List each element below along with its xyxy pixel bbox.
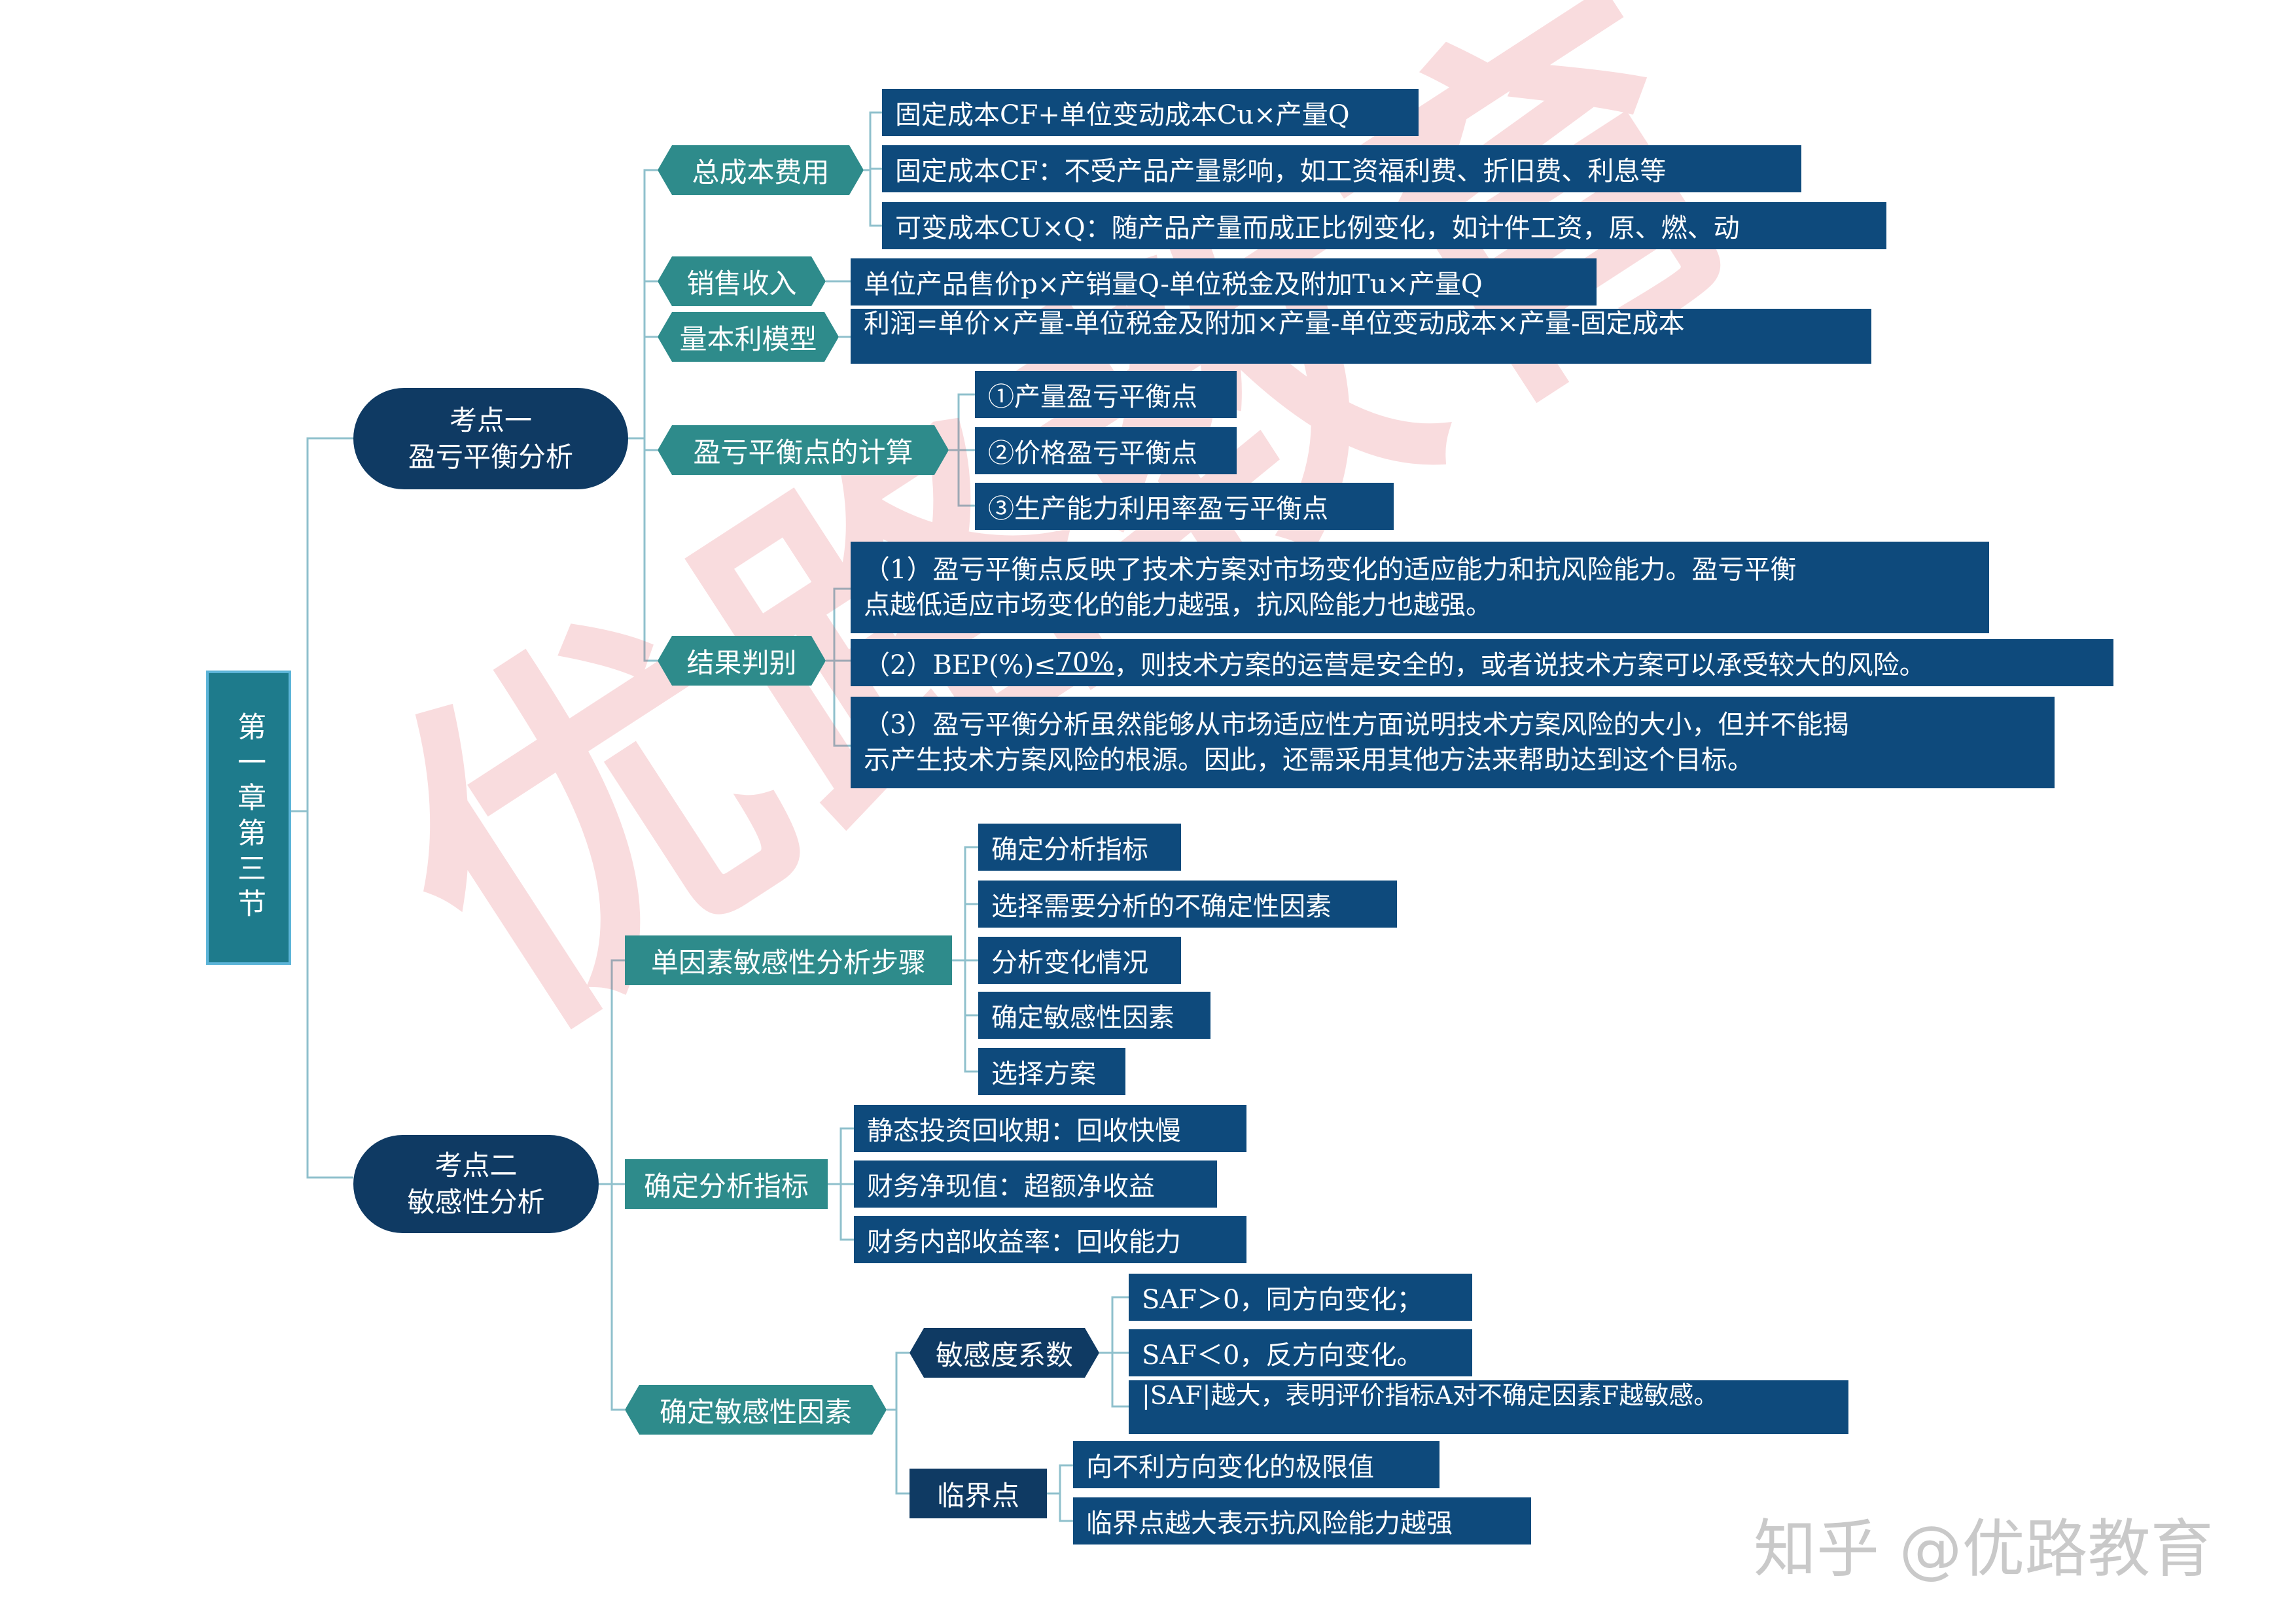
leaf-judge-2-threshold: 70%	[1055, 648, 1114, 678]
leaf-indicator-npv[interactable]: 财务净现值：超额净收益	[854, 1161, 1217, 1208]
leaf-step-4[interactable]: 确定敏感性因素	[978, 992, 1210, 1039]
root-node[interactable]: 第一章第三节	[206, 671, 291, 965]
leaf-sales-formula[interactable]: 单位产品售价p×产销量Q-单位税金及附加Tu×产量Q	[851, 258, 1597, 305]
leaf-critical-limit[interactable]: 向不利方向变化的极限值	[1073, 1441, 1439, 1488]
leaf-judge-1-line2: 点越低适应市场变化的能力越强，抗风险能力也越强。	[864, 590, 1492, 620]
leaf-indicator-payback[interactable]: 静态投资回收期：回收快慢	[854, 1105, 1246, 1152]
leaf-profit-formula[interactable]: 利润=单价×产量-单位税金及附加×产量-单位变动成本×产量-固定成本	[851, 309, 1871, 364]
sub-sensitive-factors[interactable]: 确定敏感性因素	[625, 1385, 887, 1435]
leaf-saf-magnitude[interactable]: |SAF|越大，表明评价指标A对不确定因素F越敏感。	[1129, 1380, 1848, 1434]
leaf-saf-negative[interactable]: SAF＜0，反方向变化。	[1129, 1329, 1472, 1376]
leaf-step-1[interactable]: 确定分析指标	[978, 824, 1181, 871]
sub-critical-point[interactable]: 临界点	[910, 1469, 1047, 1518]
root-label: 第一章第三节	[232, 712, 266, 924]
leaf-judge-3-line1: （3）盈亏平衡分析虽然能够从市场适应性方面说明技术方案风险的大小，但并不能揭	[864, 710, 1849, 740]
leaf-judge-2[interactable]: （2）BEP(%)≤70%，则技术方案的运营是安全的，或者说技术方案可以承受较大…	[851, 639, 2113, 686]
leaf-variable-cost[interactable]: 可变成本CU×Q：随产品产量而成正比例变化，如计件工资，原、燃、动	[882, 202, 1886, 249]
leaf-judge-1[interactable]: （1）盈亏平衡点反映了技术方案对市场变化的适应能力和抗风险能力。盈亏平衡 点越低…	[851, 542, 1989, 633]
topic-breakeven-title: 盈亏平衡分析	[408, 440, 573, 473]
leaf-judge-2-pre: （2）BEP(%)≤	[864, 650, 1056, 680]
sub-sales-revenue[interactable]: 销售收入	[658, 256, 826, 306]
leaf-bep-output[interactable]: ①产量盈亏平衡点	[975, 371, 1237, 418]
leaf-step-2[interactable]: 选择需要分析的不确定性因素	[978, 881, 1397, 928]
topic-sensitivity-kicker: 考点二	[434, 1149, 518, 1181]
leaf-total-cost-formula[interactable]: 固定成本CF+单位变动成本Cu×产量Q	[882, 89, 1419, 136]
leaf-judge-2-post: ，则技术方案的运营是安全的，或者说技术方案可以承受较大的风险。	[1114, 650, 1926, 680]
leaf-step-5[interactable]: 选择方案	[978, 1048, 1125, 1095]
leaf-step-3[interactable]: 分析变化情况	[978, 937, 1181, 984]
leaf-bep-capacity[interactable]: ③生产能力利用率盈亏平衡点	[975, 483, 1394, 530]
leaf-judge-3[interactable]: （3）盈亏平衡分析虽然能够从市场适应性方面说明技术方案风险的大小，但并不能揭 示…	[851, 697, 2055, 788]
topic-breakeven[interactable]: 考点一 盈亏平衡分析	[353, 388, 628, 489]
sub-single-factor-steps[interactable]: 单因素敏感性分析步骤	[625, 935, 952, 985]
sub-result-judgement[interactable]: 结果判别	[658, 636, 826, 686]
topic-breakeven-kicker: 考点一	[449, 404, 532, 436]
leaf-judge-3-line2: 示产生技术方案风险的根源。因此，还需采用其他方法来帮助达到这个目标。	[864, 745, 1754, 775]
leaf-indicator-irr[interactable]: 财务内部收益率：回收能力	[854, 1216, 1246, 1263]
topic-sensitivity[interactable]: 考点二 敏感性分析	[353, 1135, 599, 1233]
leaf-fixed-cost[interactable]: 固定成本CF：不受产品产量影响，如工资福利费、折旧费、利息等	[882, 145, 1801, 192]
sub-profit-model[interactable]: 量本利模型	[658, 312, 839, 362]
sub-sensitivity-coefficient[interactable]: 敏感度系数	[910, 1328, 1099, 1378]
sub-bep-calculation[interactable]: 盈亏平衡点的计算	[658, 425, 949, 475]
zhihu-brand-watermark: 知乎 @优路教育	[1754, 1512, 2214, 1586]
sub-total-cost[interactable]: 总成本费用	[658, 145, 864, 195]
topic-sensitivity-title: 敏感性分析	[407, 1186, 545, 1218]
leaf-judge-1-line1: （1）盈亏平衡点反映了技术方案对市场变化的适应能力和抗风险能力。盈亏平衡	[864, 555, 1797, 585]
leaf-bep-price[interactable]: ②价格盈亏平衡点	[975, 427, 1237, 474]
leaf-critical-strength[interactable]: 临界点越大表示抗风险能力越强	[1073, 1497, 1531, 1544]
sub-analysis-indicators[interactable]: 确定分析指标	[625, 1159, 828, 1209]
leaf-saf-positive[interactable]: SAF＞0，同方向变化；	[1129, 1274, 1472, 1321]
